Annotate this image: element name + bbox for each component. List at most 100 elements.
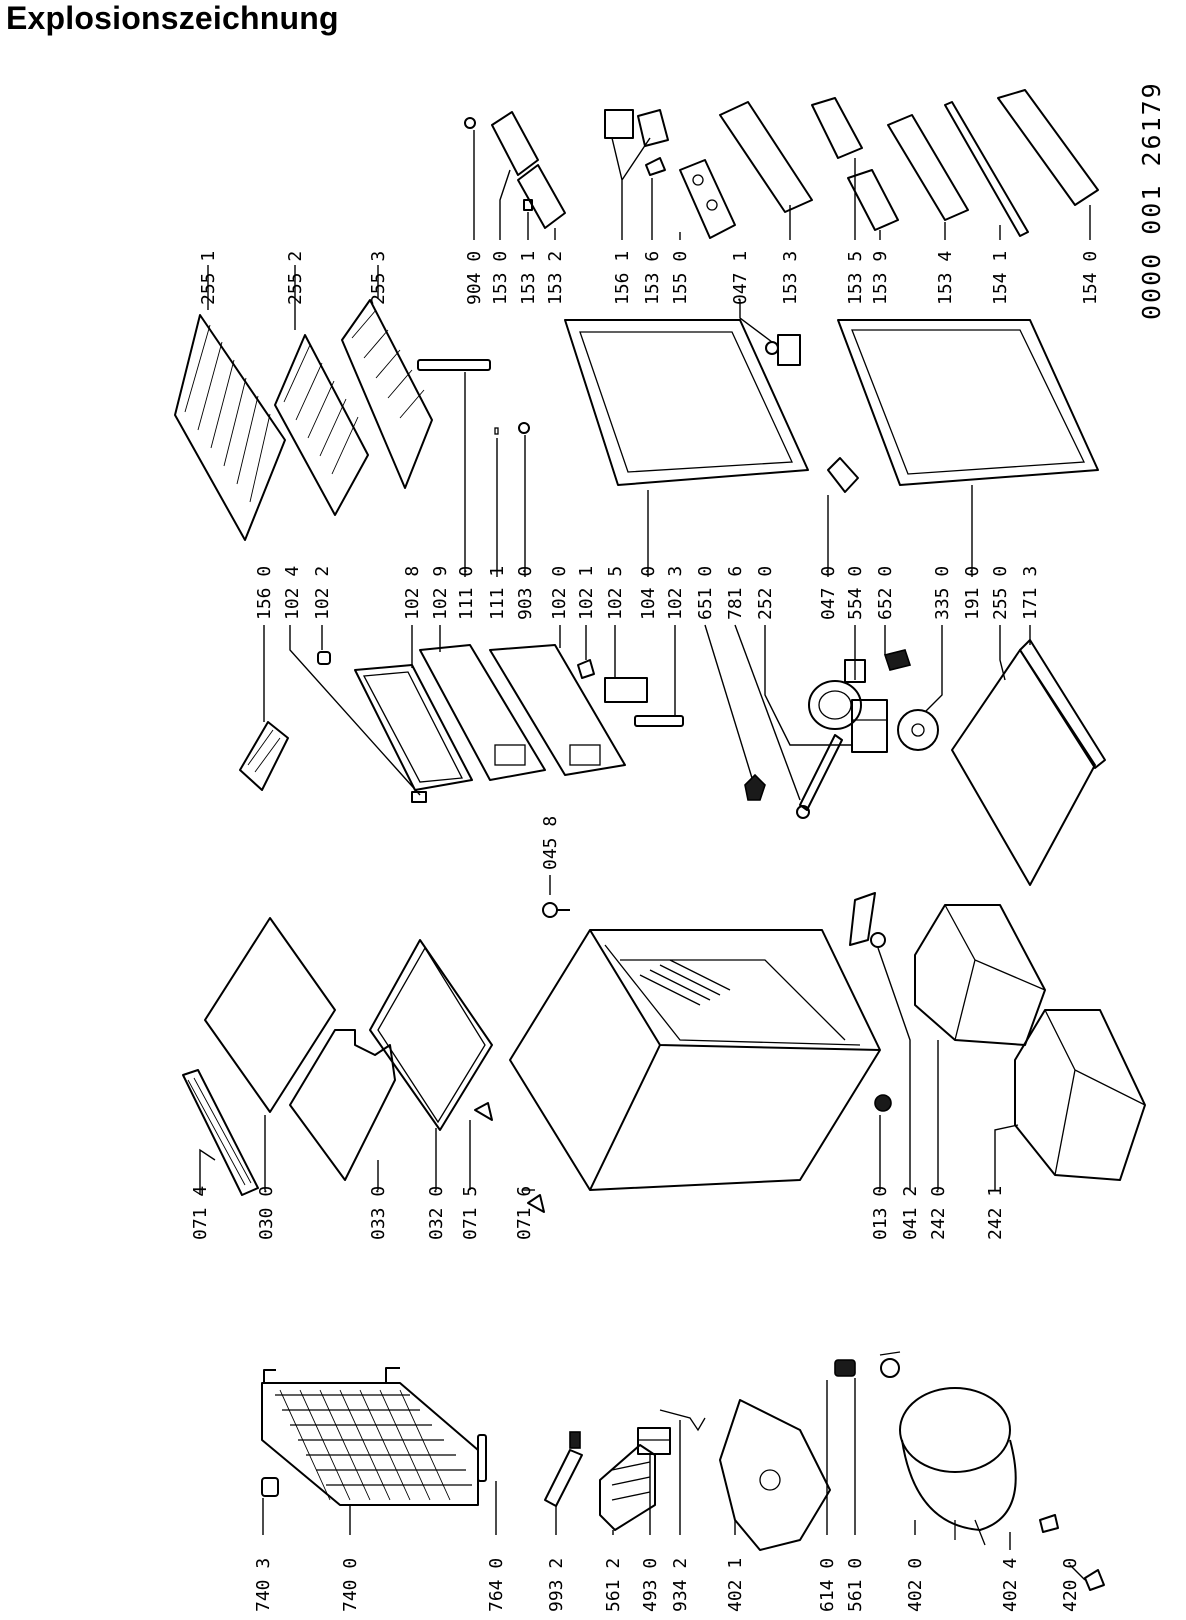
part-934-2	[659, 1409, 706, 1432]
page-title: Explosionszeichnung	[6, 0, 339, 36]
crisper-242-0	[914, 904, 1046, 1046]
part-252-0	[851, 699, 888, 753]
label-153-0: 153 0	[490, 251, 511, 305]
part-102-4	[411, 791, 427, 803]
door-frame-104-0	[564, 319, 809, 486]
label-402-0: 402 0	[905, 1558, 926, 1612]
part-651-0	[744, 773, 766, 801]
part-071-5	[474, 1102, 493, 1121]
label-651-0: 651 0	[695, 566, 716, 620]
label-032-0: 032 0	[426, 1186, 447, 1240]
label-561-2: 561 2	[603, 1558, 624, 1612]
label-033-0: 033 0	[368, 1186, 389, 1240]
balcony-153-2	[517, 164, 566, 229]
label-047-0: 047 0	[818, 566, 839, 620]
balcony-153-3	[719, 101, 813, 213]
door-gasket-191-0	[837, 319, 1099, 486]
part-255-0	[951, 649, 1096, 886]
label-047-1: 047 1	[730, 251, 751, 305]
label-402-1: 402 1	[725, 1558, 746, 1612]
part-652-0	[883, 649, 912, 671]
label-904-0: 904 0	[464, 251, 485, 305]
part-013-0	[874, 1094, 892, 1112]
part-102-2	[317, 651, 331, 665]
label-111-0: 111 0	[456, 566, 477, 620]
part-764-0	[477, 1434, 487, 1482]
label-335-0: 335 0	[932, 566, 953, 620]
label-903-0: 903 0	[515, 566, 536, 620]
label-252-0: 252 0	[755, 566, 776, 620]
part-156-0	[239, 721, 289, 791]
part-033-0	[289, 1029, 396, 1181]
part-labels: 071 4 030 0 033 0 032 0 071 5 071 6 013 …	[190, 251, 1101, 1612]
part-032-0	[369, 939, 493, 1131]
part-740-3	[261, 1477, 279, 1497]
label-255-1: 255 1	[198, 251, 219, 305]
part-614-0	[834, 1359, 856, 1377]
label-153-1: 153 1	[518, 251, 539, 305]
label-102-4: 102 4	[282, 566, 303, 620]
egg-tray-155-0	[679, 159, 736, 239]
label-255-3: 255 3	[368, 251, 389, 305]
label-102-9: 102 9	[430, 566, 451, 620]
label-554-0: 554 0	[845, 566, 866, 620]
crisper-242-1	[1014, 1009, 1146, 1181]
label-156-0: 156 0	[254, 566, 275, 620]
label-561-0: 561 0	[845, 1558, 866, 1612]
label-153-3: 153 3	[780, 251, 801, 305]
bar-154-1	[944, 101, 1029, 237]
label-740-0: 740 0	[340, 1558, 361, 1612]
part-102-1	[577, 659, 595, 679]
label-045-8: 045 8	[540, 816, 561, 870]
label-934-2: 934 2	[670, 1558, 691, 1612]
part-561-2	[599, 1444, 656, 1531]
balcony-153-5	[811, 97, 863, 159]
part-402-1	[719, 1399, 831, 1551]
label-242-1: 242 1	[985, 1186, 1006, 1240]
part-030-0	[204, 917, 336, 1113]
hinge-041-2	[849, 892, 886, 948]
label-153-2: 153 2	[545, 251, 566, 305]
leader-lines	[199, 130, 1091, 1581]
label-071-5: 071 5	[460, 1186, 481, 1240]
part-554-0	[808, 659, 866, 730]
part-047-1	[765, 334, 801, 366]
label-191-0: 191 0	[962, 566, 983, 620]
label-013-0: 013 0	[870, 1186, 891, 1240]
part-493-0	[637, 1427, 671, 1455]
freezer-shelf-102-0	[489, 644, 626, 776]
balcony-153-9	[847, 169, 899, 231]
label-041-2: 041 2	[900, 1186, 921, 1240]
label-153-6: 153 6	[642, 251, 663, 305]
label-156-1: 156 1	[612, 251, 633, 305]
label-155-0: 155 0	[670, 251, 691, 305]
label-993-2: 993 2	[546, 1558, 567, 1612]
shelf-255-2	[274, 334, 369, 516]
label-781-6: 781 6	[725, 566, 746, 620]
fridge-cabinet	[509, 929, 881, 1191]
document-number: 0000 001 26179	[1137, 81, 1166, 320]
label-104-0: 104 0	[638, 566, 659, 620]
label-071-6: 071 6	[514, 1186, 535, 1240]
freezer-shelf-102-9	[419, 644, 546, 781]
part-402-4	[1039, 1514, 1059, 1533]
condenser-740-0	[261, 1367, 479, 1506]
balcony-154-0	[997, 89, 1099, 206]
part-071-6	[527, 1194, 545, 1213]
freezer-door-102-8	[354, 664, 473, 791]
label-111-1: 111 1	[487, 566, 508, 620]
label-614-0: 614 0	[817, 1558, 838, 1612]
label-402-4: 402 4	[1000, 1558, 1021, 1612]
label-154-0: 154 0	[1080, 251, 1101, 305]
label-154-1: 154 1	[990, 251, 1011, 305]
part-071-4	[182, 1069, 259, 1196]
shelf-255-3	[341, 299, 433, 489]
part-111-1	[494, 427, 499, 435]
label-652-0: 652 0	[875, 566, 896, 620]
label-255-0: 255 0	[990, 566, 1011, 620]
part-156-1	[604, 109, 669, 147]
label-764-0: 764 0	[486, 1558, 507, 1612]
label-153-4: 153 4	[935, 251, 956, 305]
part-903-0	[518, 422, 530, 434]
